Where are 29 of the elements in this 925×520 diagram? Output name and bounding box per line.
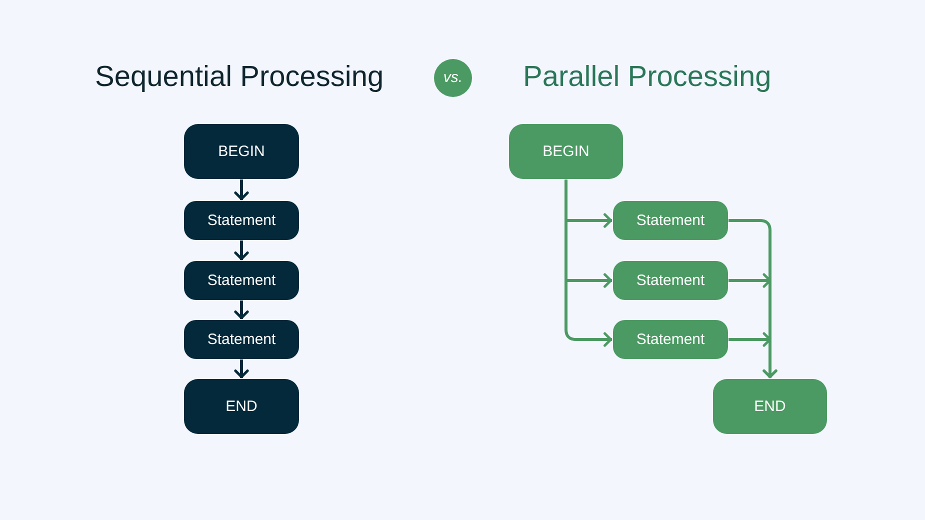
arrow bbox=[234, 240, 249, 260]
step-label: Statement bbox=[636, 272, 705, 290]
process-box bbox=[184, 320, 299, 359]
process-box bbox=[184, 261, 299, 300]
step-label: Statement bbox=[636, 330, 705, 348]
terminal-box bbox=[713, 379, 827, 434]
arrow bbox=[234, 300, 249, 320]
terminal-box bbox=[509, 124, 623, 179]
step-label: Statement bbox=[207, 272, 276, 290]
step-label: END bbox=[754, 398, 786, 416]
process-box bbox=[184, 201, 299, 240]
arrow bbox=[728, 332, 778, 378]
arrow bbox=[234, 180, 249, 200]
terminal-box bbox=[184, 124, 299, 179]
versus-circle bbox=[434, 59, 472, 97]
process-box bbox=[613, 261, 728, 300]
terminal-box bbox=[184, 379, 299, 434]
versus-text: vs. bbox=[443, 69, 463, 87]
step-label: Statement bbox=[207, 330, 276, 348]
heading: Parallel Processing bbox=[523, 60, 772, 94]
step-label: BEGIN bbox=[218, 142, 265, 160]
arrow bbox=[234, 360, 249, 378]
step-label: Statement bbox=[636, 212, 705, 230]
process-box bbox=[613, 201, 728, 240]
process-box bbox=[613, 320, 728, 359]
step-label: END bbox=[226, 398, 258, 416]
heading: Sequential Processing bbox=[95, 60, 384, 94]
step-label: Statement bbox=[207, 212, 276, 230]
step-label: BEGIN bbox=[542, 142, 590, 160]
